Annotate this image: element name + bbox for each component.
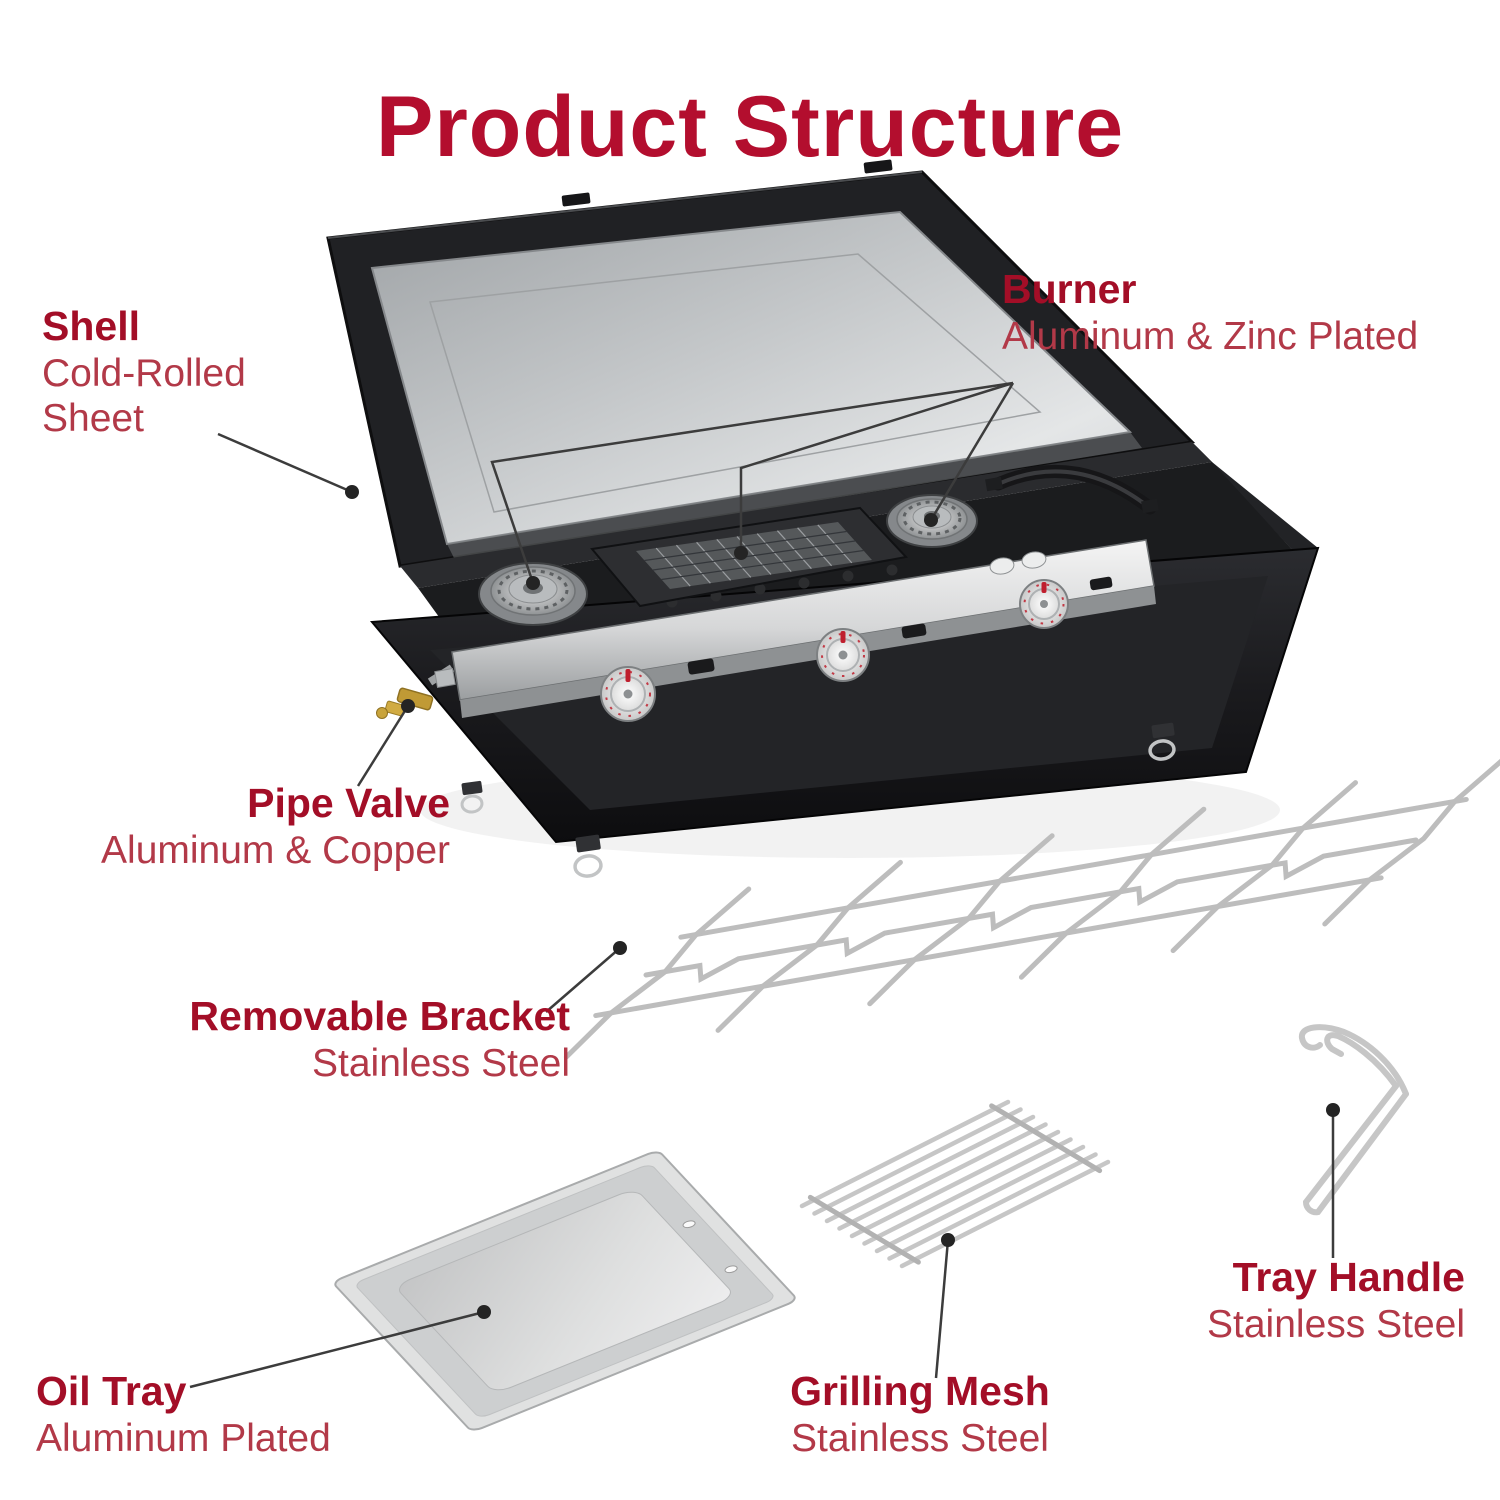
label-grilling-mesh: Grilling Mesh Stainless Steel <box>760 1368 1080 1461</box>
leader-burner-left <box>490 381 1014 584</box>
label-burner: Burner Aluminum & Zinc Plated <box>1002 266 1482 359</box>
ignition-switch <box>687 658 715 675</box>
leader-bracket <box>545 947 621 1013</box>
label-tray-handle-material: Stainless Steel <box>1207 1302 1465 1346</box>
lid-clip-icon <box>561 192 591 207</box>
label-tray-handle: Tray Handle Stainless Steel <box>1145 1254 1465 1347</box>
label-burner-name: Burner <box>1002 266 1137 312</box>
label-removable-bracket-name: Removable Bracket <box>189 993 570 1039</box>
leader-oil-tray <box>189 1310 485 1389</box>
label-grilling-mesh-name: Grilling Mesh <box>790 1368 1050 1414</box>
latch <box>573 834 603 878</box>
leader-shell <box>217 432 353 494</box>
label-oil-tray-name: Oil Tray <box>36 1368 187 1414</box>
label-shell: Shell Cold-Rolled Sheet <box>42 303 292 441</box>
removable-bracket-part <box>547 755 1500 1061</box>
label-pipe-valve: Pipe Valve Aluminum & Copper <box>28 780 450 873</box>
label-removable-bracket: Removable Bracket Stainless Steel <box>55 993 570 1086</box>
stove <box>326 159 1320 878</box>
grilling-mesh-part <box>798 1100 1112 1269</box>
label-grilling-mesh-material: Stainless Steel <box>791 1416 1049 1460</box>
leader-burner-middle <box>739 381 1014 553</box>
tray-handle-part <box>1299 1024 1409 1216</box>
label-shell-name: Shell <box>42 303 140 349</box>
pipe-valve-part <box>376 664 456 719</box>
stove-lid <box>326 159 1196 568</box>
label-shell-material: Cold-Rolled Sheet <box>42 351 246 440</box>
oil-tray-part <box>332 1150 798 1432</box>
label-oil-tray-material: Aluminum Plated <box>36 1416 331 1460</box>
piezo-button <box>1021 551 1047 569</box>
left-burner <box>478 562 588 626</box>
stove-body <box>369 442 1320 878</box>
latch <box>460 780 484 814</box>
leader-lines <box>189 381 1340 1389</box>
leader-burner-right <box>929 382 1015 521</box>
label-pipe-valve-name: Pipe Valve <box>247 780 450 826</box>
page-title: Product Structure <box>375 78 1125 175</box>
leader-dots <box>345 485 1340 1319</box>
control-knob <box>816 628 870 682</box>
latch <box>1148 722 1176 761</box>
label-pipe-valve-material: Aluminum & Copper <box>101 828 450 872</box>
lid-clip-icon <box>863 159 893 174</box>
label-oil-tray: Oil Tray Aluminum Plated <box>36 1368 396 1461</box>
grill-burner <box>592 506 906 608</box>
label-removable-bracket-material: Stainless Steel <box>312 1041 570 1085</box>
control-knob <box>600 666 656 722</box>
control-knob <box>1019 579 1069 629</box>
leader-mesh <box>934 1239 950 1379</box>
carry-handle <box>985 464 1159 515</box>
leader-pipe-valve <box>356 705 410 787</box>
piezo-button <box>989 557 1015 575</box>
label-burner-material: Aluminum & Zinc Plated <box>1002 314 1419 358</box>
ignition-switch <box>1089 576 1113 591</box>
label-tray-handle-name: Tray Handle <box>1232 1254 1465 1300</box>
ignition-switch <box>901 623 927 639</box>
